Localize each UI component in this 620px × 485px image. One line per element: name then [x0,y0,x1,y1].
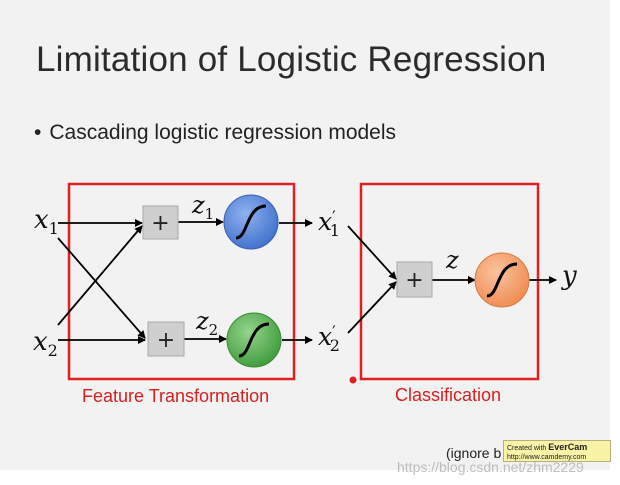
sigmoid-node-3 [474,252,530,308]
edge-x2-sum1 [57,225,143,326]
edge-x2prime-sum3 [347,281,397,334]
classification-box [359,182,540,381]
z2-label: z2 [195,307,218,339]
sum-symbol-1: + [151,211,169,236]
slide-canvas [0,0,610,470]
right-margin [610,0,620,485]
feature-transformation-caption: Feature Transformation [82,386,270,406]
blog-watermark: https://blog.csdn.net/zhm2229 [397,459,584,475]
sum-symbol-3: + [405,268,423,293]
bullet-item: • Cascading logistic regression models [34,121,396,145]
sum-node-1 [142,205,179,240]
x2-prime-label: x′2 [318,322,340,355]
sum-node-2 [147,321,185,357]
evercam-watermark: Created with EverCam http://www.camdemy.… [503,440,611,462]
input-x1-label: x1 [34,205,59,238]
sum-node-3 [396,261,433,298]
sigmoid-curve-icon [235,204,267,240]
input-x2-label: x2 [33,327,58,360]
sigmoid-curve-icon [486,262,518,298]
sigmoid-node-2 [226,312,282,368]
output-y-label: y [561,261,577,291]
classification-caption: Classification [395,385,502,405]
ignore-bias-note: (ignore b [446,445,502,461]
output-z-label: z [445,246,459,274]
cursor-dot [349,376,357,384]
slide-title: Limitation of Logistic Regression [36,40,547,79]
bullet-marker: • [34,121,42,144]
sigmoid-node-1 [223,194,279,250]
edge-x1prime-sum3 [347,225,397,280]
x1-prime-label: x′1 [318,207,340,240]
feature-transformation-box [67,182,296,381]
edge-x1-sum2 [57,237,146,339]
sigmoid-curve-icon [238,322,270,358]
z1-label: z1 [191,191,214,223]
sum-symbol-2: + [157,328,175,353]
bullet-text: Cascading logistic regression models [49,121,397,144]
